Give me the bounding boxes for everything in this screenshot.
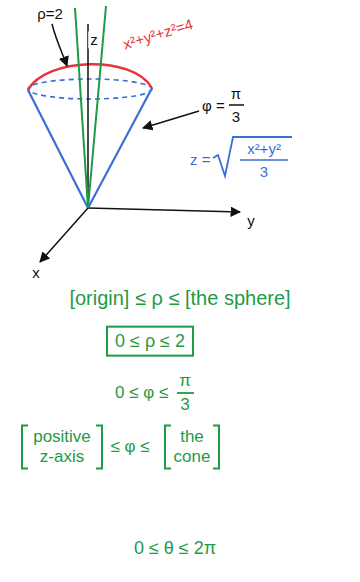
fraction-numerator: x²+y² — [247, 140, 281, 157]
fraction-bar — [229, 104, 244, 106]
bound-note: the cone — [169, 427, 215, 466]
bound-note: [origin] ≤ ρ ≤ [the sphere] — [69, 287, 290, 310]
bound-note: ≤ φ ≤ — [110, 437, 149, 457]
slice-curve — [88, 6, 106, 208]
radius-label: ρ=2 — [37, 5, 63, 22]
bracket — [213, 425, 219, 468]
slice-curve — [75, 8, 88, 208]
sphere-equation: x²+y²+z²=4 — [121, 15, 195, 53]
bracket — [96, 425, 102, 468]
fraction-denominator: 3 — [232, 108, 240, 125]
fraction-denominator: 3 — [180, 395, 189, 415]
bracket-group — [22, 425, 219, 468]
boxed-bound: 0 ≤ ρ ≤ 2 — [106, 326, 194, 357]
cone-equation: z = — [190, 151, 210, 168]
axis-label: x — [32, 264, 40, 281]
cone-rim — [28, 79, 152, 99]
fraction-bar — [240, 159, 288, 161]
bound-note: 0 ≤ φ ≤ — [115, 383, 168, 403]
fraction-numerator: π — [179, 371, 191, 391]
fraction-numerator: π — [231, 85, 241, 102]
sphere-cap — [28, 64, 152, 90]
bound-note: 0 ≤ θ ≤ 2π — [134, 538, 216, 559]
y-axis — [88, 208, 240, 212]
bracket — [165, 425, 171, 468]
fraction-bar — [177, 392, 194, 394]
pointer-arrow — [143, 111, 199, 128]
bound-note: positive z-axis — [26, 427, 98, 466]
fraction-denominator: 3 — [260, 163, 268, 180]
root-sign — [213, 137, 292, 176]
bracket — [22, 425, 28, 468]
axis-label: y — [247, 212, 255, 229]
pointer-arrow — [52, 24, 67, 66]
z-axis — [87, 24, 89, 208]
axis-label: z — [88, 31, 100, 48]
cone-edge — [28, 90, 88, 208]
x-axis — [40, 208, 88, 262]
angle-label: φ = — [202, 97, 225, 114]
